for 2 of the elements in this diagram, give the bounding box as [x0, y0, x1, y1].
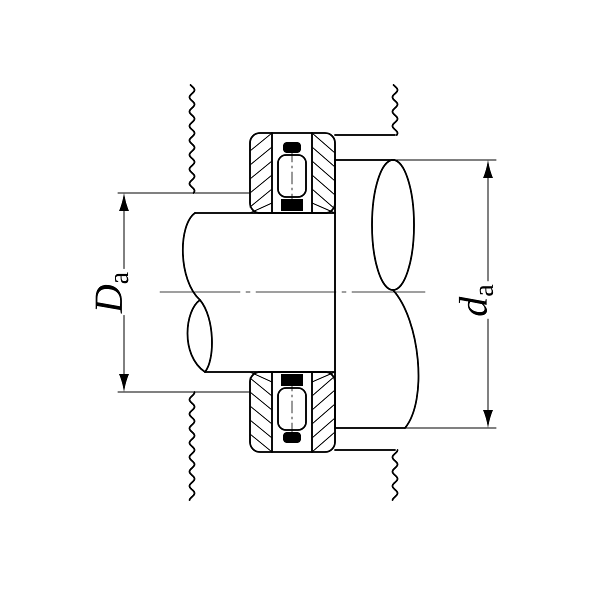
dimension-label: d$_{a}$ [456, 281, 496, 319]
dimension-label: D$_{a}$ [94, 268, 130, 316]
